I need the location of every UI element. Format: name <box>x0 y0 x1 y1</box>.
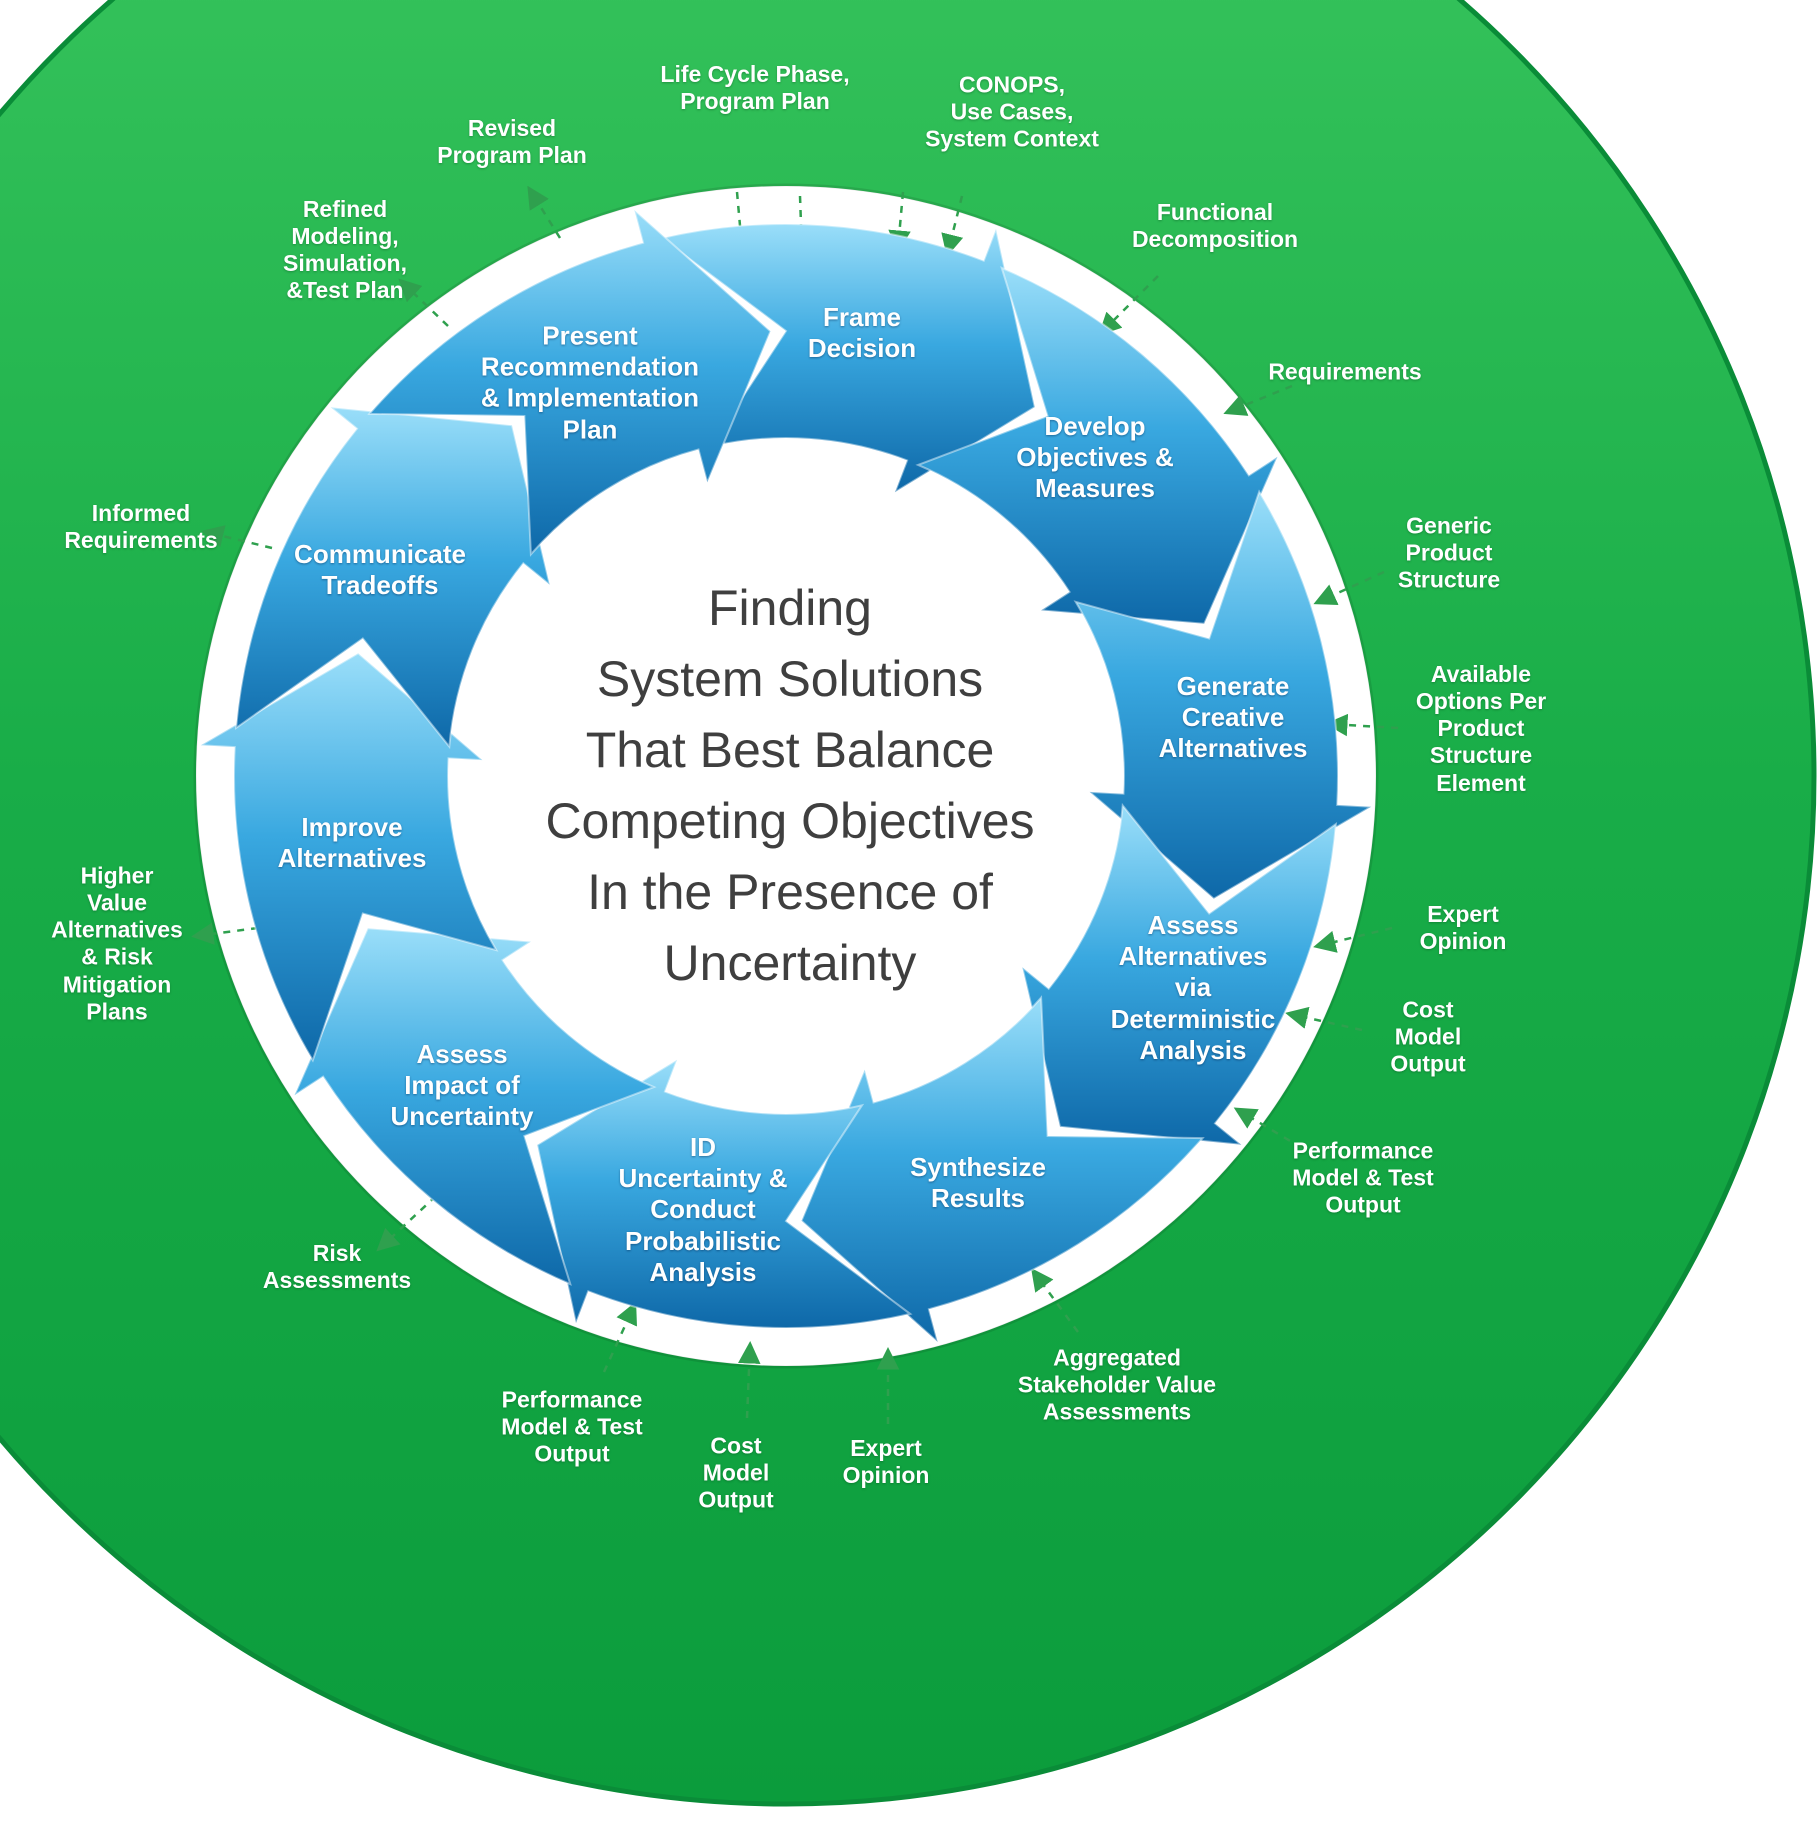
ring-label-performance-right: Performance Model & Test Output <box>1292 1137 1434 1218</box>
process-arrow-6 <box>292 927 657 1286</box>
step-improve-alternatives: Improve Alternatives <box>277 811 427 873</box>
ring-label-performance-bottom: Performance Model & Test Output <box>501 1386 643 1467</box>
process-arrow-9 <box>367 207 772 557</box>
inner-ring-rim <box>193 183 1379 1369</box>
connector-arrow-17 <box>201 525 273 550</box>
ring-label-risk-assessments: Risk Assessments <box>262 1239 412 1293</box>
process-arrow-8 <box>234 405 552 750</box>
step-synthesize-results: Synthesize Results <box>910 1151 1046 1213</box>
step-develop-objectives: Develop Objectives & Measures <box>1016 411 1174 504</box>
connector-arrow-19 <box>527 185 562 239</box>
ring-label-conops: CONOPS, Use Cases, System Context <box>925 71 1099 152</box>
process-arrow-0 <box>659 223 1036 495</box>
ring-label-generic-product-structure: Generic Product Structure <box>1397 512 1501 593</box>
process-arrow-4 <box>800 995 1205 1345</box>
connector-arrow-6 <box>1313 570 1385 606</box>
ring-label-available-options: Available Options Per Product Structure … <box>1415 661 1547 796</box>
ring-label-cost-model-right: Cost Model Output <box>1390 996 1466 1077</box>
connector-arrow-18 <box>398 278 449 327</box>
connector-arrow-14 <box>602 1301 638 1373</box>
connector-arrow-7 <box>1325 713 1399 737</box>
ring-label-functional-decomposition: Functional Decomposition <box>1131 198 1299 252</box>
step-assess-impact: Assess Impact of Uncertainty <box>390 1039 534 1132</box>
step-frame-decision: Frame Decision <box>807 301 917 363</box>
connector-arrow-9 <box>1285 1006 1363 1032</box>
ring-label-cost-model-bottom: Cost Model Output <box>698 1432 774 1513</box>
step-generate-alternatives: Generate Creative Alternatives <box>1158 671 1308 764</box>
connector-arrow-10 <box>1233 1107 1303 1150</box>
connector-arrow-5 <box>1223 384 1293 416</box>
ring-label-life-cycle-phase: Life Cycle Phase, Program Plan <box>660 60 850 114</box>
process-arrow-2 <box>1073 489 1375 900</box>
center-title: Finding System Solutions That Best Balan… <box>545 580 1035 991</box>
ring-label-higher-value-alternatives: Higher Value Alternatives & Risk Mitigat… <box>51 862 183 1025</box>
step-assess-deterministic: Assess Alternatives via Deterministic An… <box>1110 910 1276 1065</box>
ring-label-aggregated-stakeholder: Aggregated Stakeholder Value Assessments <box>1017 1344 1217 1425</box>
ring-label-expert-opinion-right: Expert Opinion <box>1419 900 1507 954</box>
step-present-recommendation: Present Recommendation & Implementation … <box>480 320 700 445</box>
process-arrow-7 <box>197 652 499 1063</box>
process-arrows <box>197 207 1375 1345</box>
connector-arrow-16 <box>191 922 259 945</box>
ring-label-informed-requirements: Informed Requirements <box>64 499 218 553</box>
process-arrow-5 <box>536 1057 913 1329</box>
process-arrow-1 <box>915 266 1280 625</box>
ring-label-requirements: Requirements <box>1268 358 1422 385</box>
step-id-uncertainty: ID Uncertainty & Conduct Probabilistic A… <box>618 1132 788 1287</box>
ring-label-expert-opinion-bottom: Expert Opinion <box>842 1434 930 1488</box>
step-communicate-tradeoffs: Communicate Tradeoffs <box>294 538 466 600</box>
connector-arrow-3 <box>941 195 964 257</box>
connector-arrow-11 <box>1031 1267 1080 1333</box>
ring-label-refined-modeling: Refined Modeling, Simulation, &Test Plan <box>283 195 407 304</box>
process-arrow-3 <box>1020 802 1338 1147</box>
ring-label-revised-program-plan: Revised Program Plan <box>437 114 587 168</box>
connector-arrow-13 <box>738 1341 761 1419</box>
